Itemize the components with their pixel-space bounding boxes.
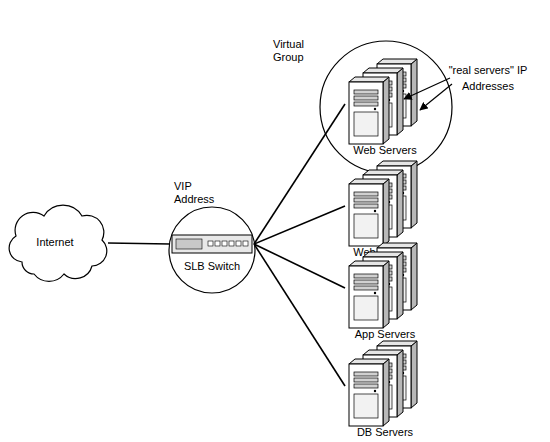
leader-line (420, 84, 452, 110)
switch-port (236, 241, 241, 246)
switch-port (229, 241, 234, 246)
server-side (383, 359, 389, 426)
server-group-outline (345, 340, 425, 440)
vip-circle: VIP AddressSLB Switch (168, 206, 256, 294)
network-link (108, 243, 170, 244)
server-side (411, 243, 417, 310)
network-link (254, 244, 345, 386)
server-side (383, 179, 389, 246)
server-side (383, 261, 389, 328)
server-front (349, 184, 383, 246)
server-stack (349, 243, 417, 328)
switch-port (215, 241, 220, 246)
node-label: Internet (2, 236, 108, 249)
server-side (411, 59, 417, 126)
node-label: VIP Address (174, 180, 220, 206)
callout-label: "real servers" IP Addresses (446, 62, 530, 94)
server-top (363, 350, 403, 355)
server-top (377, 341, 417, 346)
server-top (349, 77, 389, 82)
node-label: Virtual Group (273, 38, 319, 64)
switch-port (243, 241, 248, 246)
server-top (363, 252, 403, 257)
server-group: App Servers (345, 242, 425, 342)
server-panel (354, 296, 378, 320)
drive-bay (354, 378, 378, 382)
network-link (254, 206, 345, 244)
power-light (374, 390, 376, 392)
server-front (349, 364, 383, 426)
internet-cloud: Internet (2, 200, 108, 280)
switch-body (172, 235, 252, 253)
slb-switch: SLB Switch (170, 233, 254, 273)
drive-bay (354, 286, 378, 290)
switch-port (222, 241, 227, 246)
server-side (397, 170, 403, 237)
server-top (349, 359, 389, 364)
virtual-group-circle: Virtual GroupWeb Servers (319, 40, 453, 174)
server-side (397, 252, 403, 319)
power-light (374, 210, 376, 212)
drive-bay (354, 280, 378, 284)
server-side (383, 77, 389, 144)
server-front (349, 266, 383, 328)
group-circle (169, 207, 255, 293)
server-top (377, 161, 417, 166)
server-front (349, 82, 383, 144)
server-stack (349, 59, 417, 144)
node-label: App Servers (345, 328, 425, 341)
drive-bay (354, 372, 378, 376)
server-stack (349, 341, 417, 426)
drive-bay (354, 204, 378, 208)
switch-port (208, 241, 213, 246)
node-label: Web Servers (345, 144, 425, 157)
server-panel (354, 112, 378, 136)
drive-bay (354, 96, 378, 100)
server-top (349, 261, 389, 266)
server-side (411, 341, 417, 408)
drive-bay (354, 384, 378, 388)
server-group-outline (345, 58, 425, 158)
server-panel (354, 214, 378, 238)
server-side (397, 68, 403, 135)
server-top (377, 59, 417, 64)
drive-bay (354, 192, 378, 196)
server-panel (354, 394, 378, 418)
drive-bay (354, 198, 378, 202)
drive-bay (354, 90, 378, 94)
server-group: Web Servers (345, 58, 425, 158)
drive-bay (354, 102, 378, 106)
server-top (377, 243, 417, 248)
power-light (374, 292, 376, 294)
node-label: SLB Switch (170, 260, 254, 273)
server-group: DB Servers (345, 340, 425, 440)
power-light (374, 108, 376, 110)
server-side (397, 350, 403, 417)
group-circle (320, 41, 452, 173)
server-group-outline (345, 242, 425, 342)
server-top (349, 179, 389, 184)
server-top (363, 68, 403, 73)
drive-bay (354, 274, 378, 278)
network-link (254, 104, 345, 244)
server-stack (349, 161, 417, 246)
server-top (363, 170, 403, 175)
switch-face (176, 239, 202, 249)
server-side (411, 161, 417, 228)
node-label: DB Servers (345, 426, 425, 439)
